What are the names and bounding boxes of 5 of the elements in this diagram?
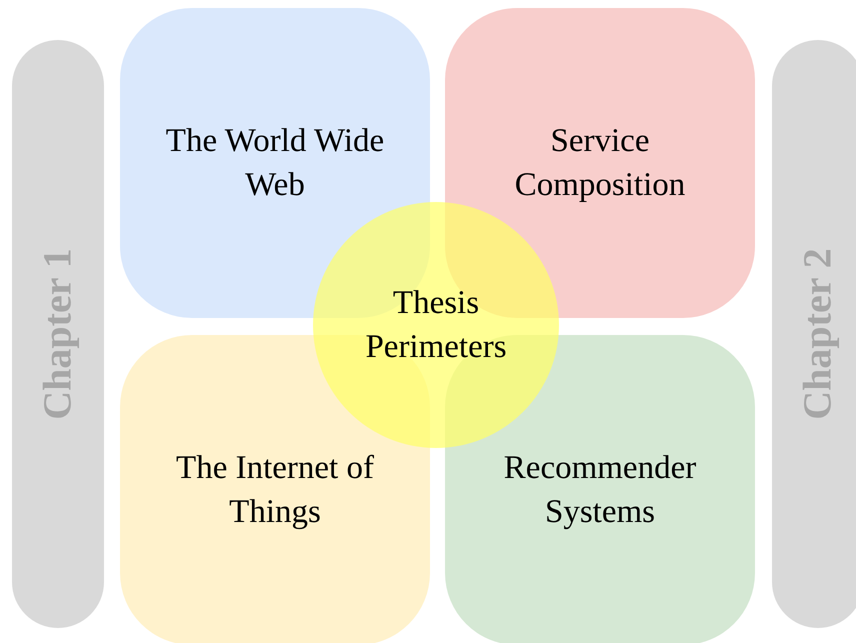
topic-label: Thesis Perimeters [364,284,508,367]
topic-label: Service Composition [514,122,686,205]
topic-label: The Internet of Things [175,449,375,532]
topic-label: The World Wide Web [164,122,386,205]
topic-label: Recommender Systems [502,449,698,532]
